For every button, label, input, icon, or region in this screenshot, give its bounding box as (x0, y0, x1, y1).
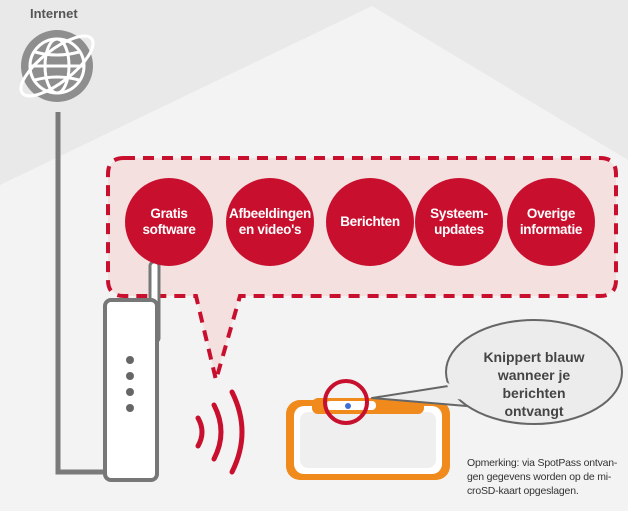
led-highlight-circle (323, 379, 369, 425)
internet-label: Internet (30, 6, 78, 21)
connection-line (55, 112, 110, 475)
globe-icon (19, 30, 95, 102)
category-afbeeldingen-videos: Afbeeldingen en video's (226, 178, 314, 266)
category-gratis-software: Gratis software (125, 178, 213, 266)
category-systeem-updates: Systeem- updates (415, 178, 503, 266)
category-overige-informatie: Overige informatie (507, 178, 595, 266)
category-berichten: Berichten (326, 178, 414, 266)
bubble-text: Knippert blauw wanneer je berichten ontv… (483, 349, 585, 419)
wireless-signal-icon (195, 389, 245, 475)
speech-bubble (371, 319, 623, 425)
footnote: Opmerking: via SpotPass ontvan- gen gege… (467, 457, 618, 497)
router-icon (103, 260, 161, 482)
console-icon (286, 398, 450, 480)
